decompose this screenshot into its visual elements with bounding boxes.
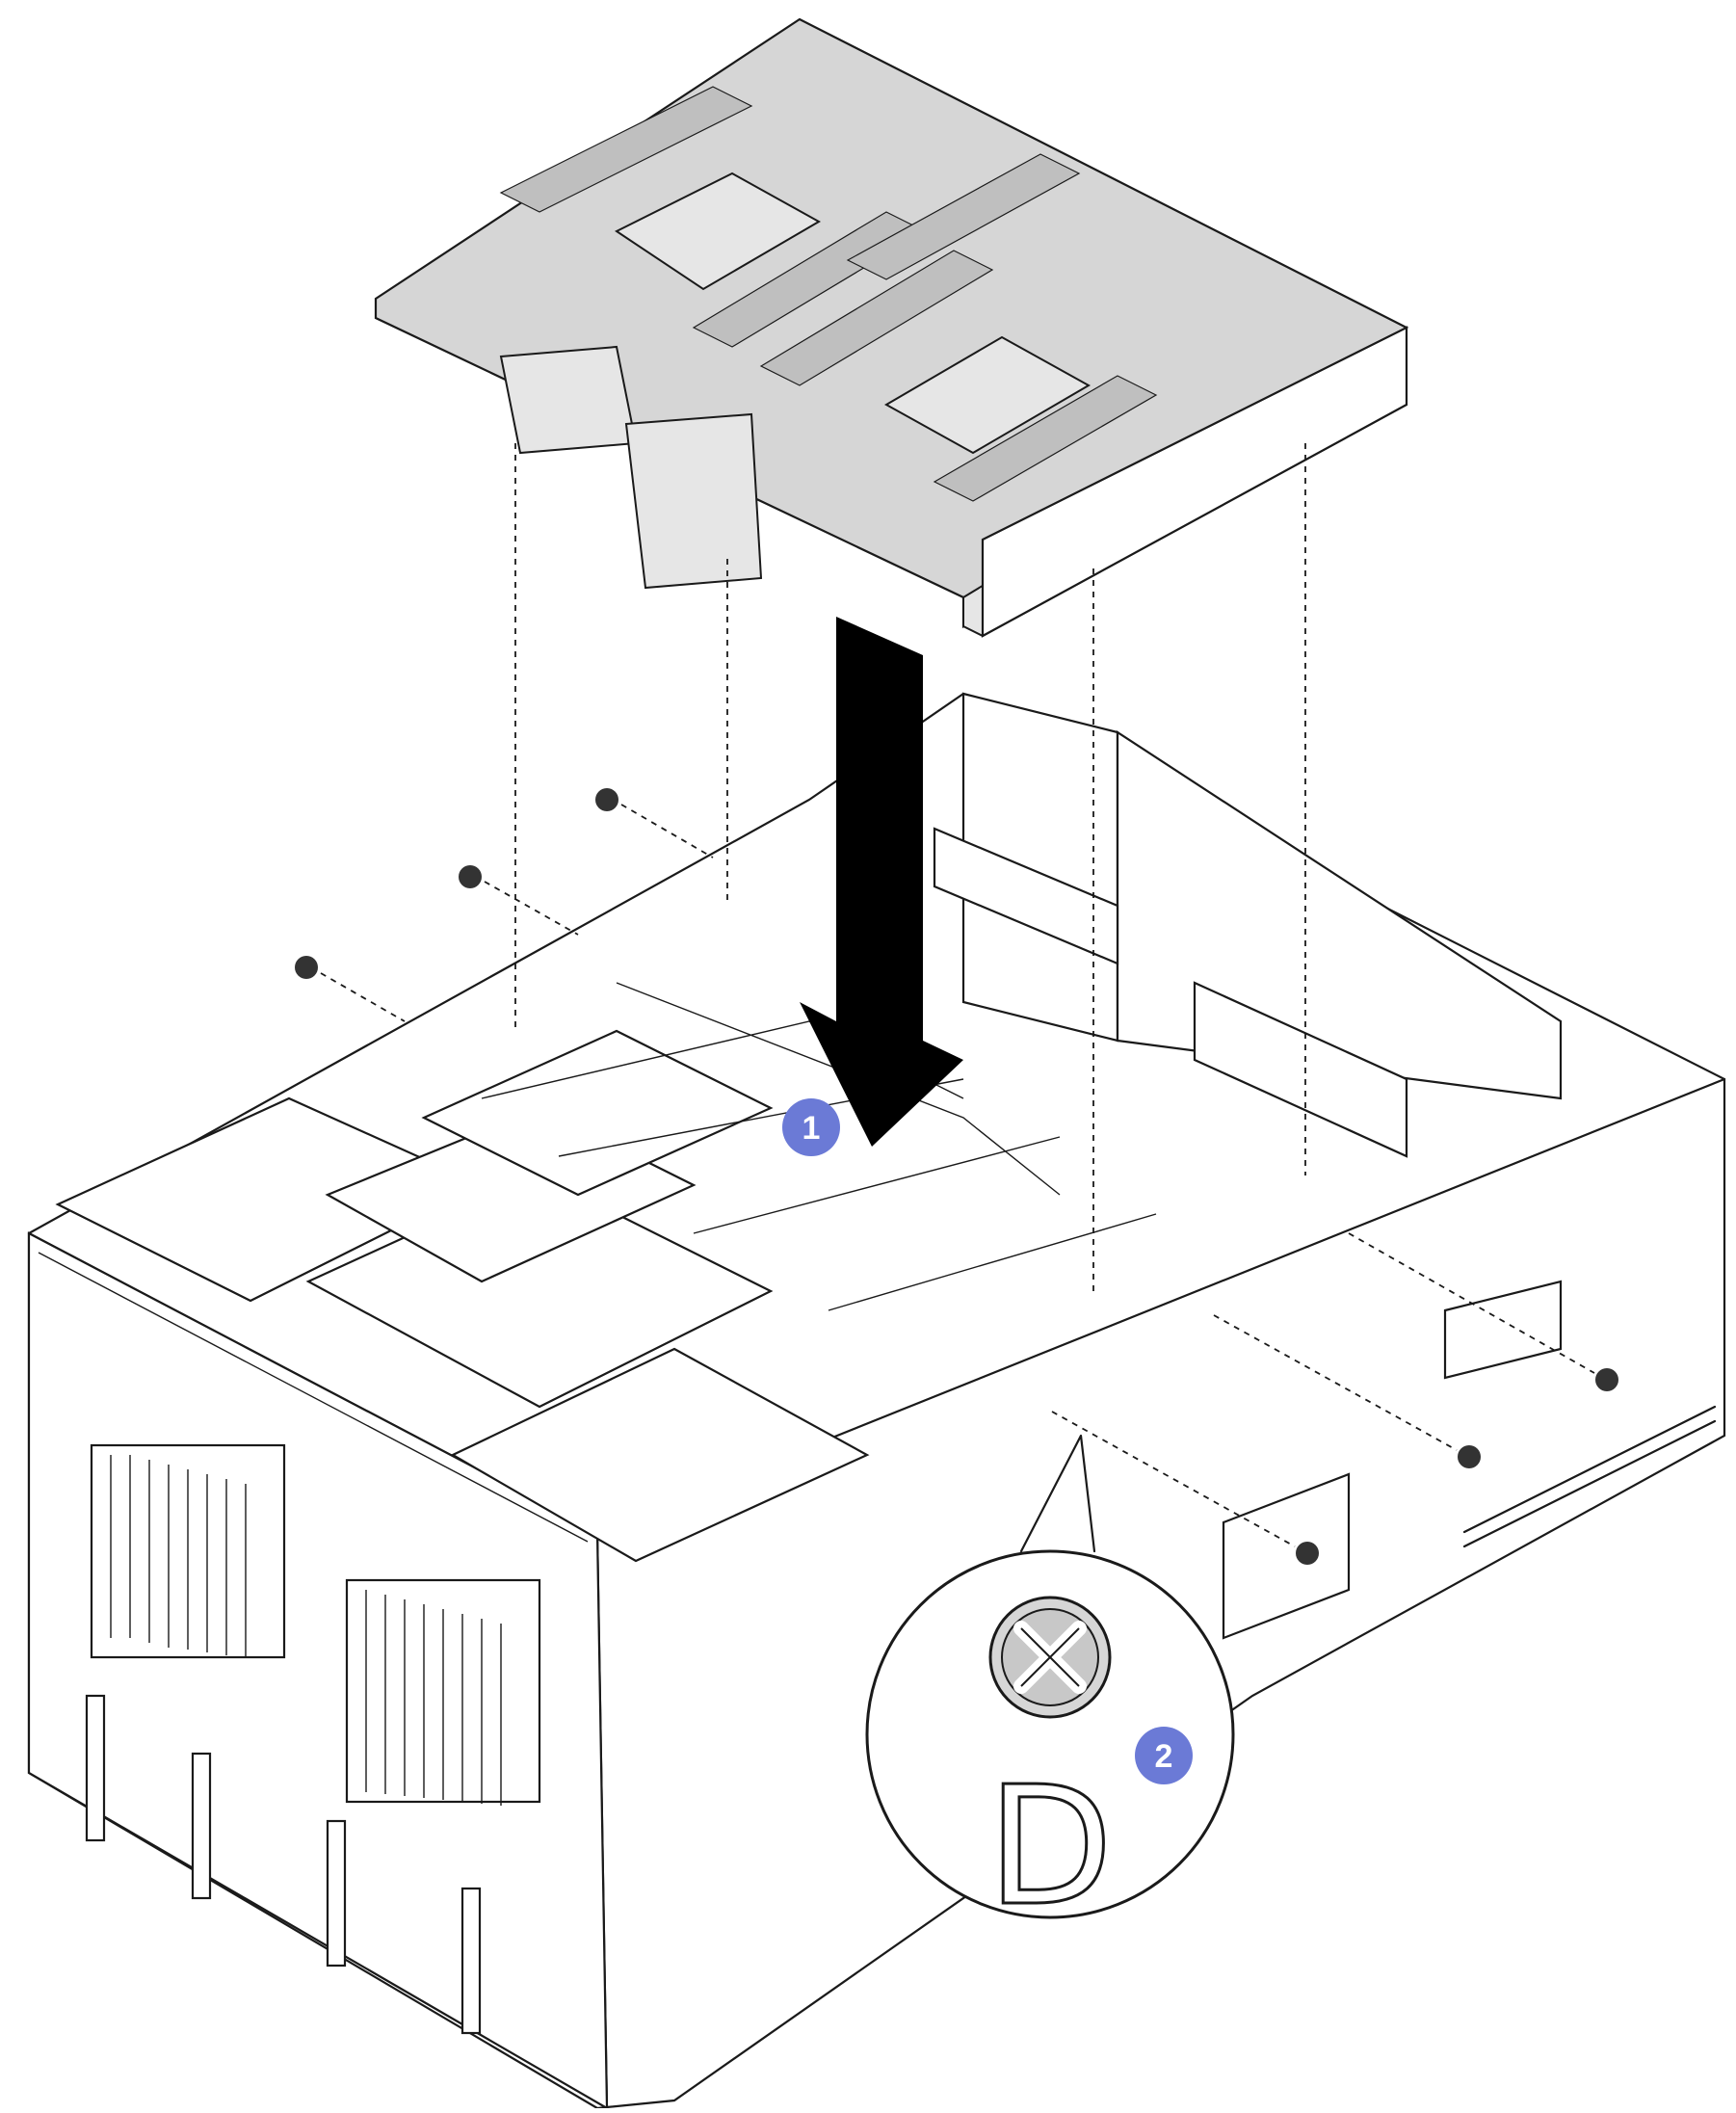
memory-modules xyxy=(499,86,1158,502)
screw-right-3 xyxy=(1051,1411,1319,1565)
processor-heatsink-1 xyxy=(615,172,822,291)
down-arrow xyxy=(800,617,963,1147)
front-drive-bays xyxy=(85,1443,541,2035)
screw-right-2 xyxy=(1213,1314,1481,1468)
screw-left-1 xyxy=(595,788,714,858)
screws xyxy=(295,788,1618,1565)
callout-2-label: 2 xyxy=(1155,1738,1173,1775)
callout-1-label: 1 xyxy=(802,1110,821,1147)
side-handle xyxy=(1443,1280,1563,1380)
callout-2: 2 xyxy=(1135,1727,1193,1784)
magnifier-letter: D xyxy=(987,1752,1114,1942)
screw-right-1 xyxy=(1348,1232,1618,1391)
riser-cages xyxy=(55,1029,870,1563)
screw-left-3 xyxy=(295,956,406,1022)
magnifier-detail: D xyxy=(865,1434,1235,1944)
power-distribution-board xyxy=(933,692,1563,1158)
system-board-tray xyxy=(374,17,1409,1291)
callout-1: 1 xyxy=(782,1098,840,1156)
screw-head-icon xyxy=(988,1596,1112,1719)
processor-heatsink-2 xyxy=(883,335,1092,455)
screw-left-2 xyxy=(459,865,579,936)
server-chassis xyxy=(27,692,1726,2110)
